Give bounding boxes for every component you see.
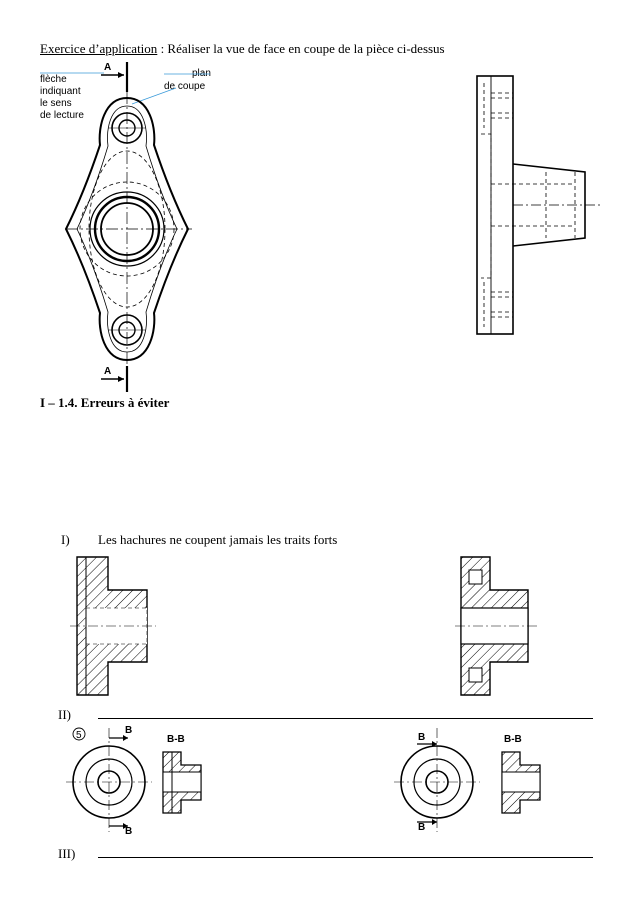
hatch-example-right (455, 556, 540, 696)
hidden-recess-ellipse (88, 150, 166, 308)
item-2-answer-line (98, 718, 593, 719)
section-b-bottom-left: B (125, 826, 132, 837)
item-3-answer-line (98, 857, 593, 858)
callout-arrow-line-3: le sens (40, 98, 72, 109)
exercise-text: : Réaliser la vue de face en coupe de la… (157, 41, 445, 56)
section-heading: I – 1.4. Erreurs à éviter (40, 395, 170, 410)
boss-circle (93, 195, 161, 263)
section-bb-left: 5 B B B-B (66, 725, 202, 837)
hidden-bore-circle (79, 181, 175, 277)
item-2-number: II) (58, 707, 71, 722)
callout-plane-line-1: plan (192, 68, 211, 79)
flange-body (476, 75, 514, 335)
flange-inner-edge (76, 105, 178, 353)
section-b-top-left: B (125, 725, 132, 736)
part-side-view (476, 75, 600, 335)
section-bb-right: B B B-B (394, 728, 541, 833)
item-1-number: I) (61, 532, 70, 547)
section-letter-bottom: A (104, 366, 111, 377)
side-hidden-lines (481, 83, 576, 327)
section-arrowhead-bottom (118, 376, 124, 382)
section-arrowhead-top (118, 72, 124, 78)
section-b-bottom-right: B (418, 822, 425, 833)
flange-outline (64, 96, 190, 362)
callout-plane-line-2: de coupe (164, 81, 206, 92)
section-b-top-right: B (418, 732, 425, 743)
callout-arrow-line-1: flèche (40, 74, 67, 85)
bore-circle (100, 202, 154, 256)
section-title-right: B-B (504, 734, 522, 745)
section-title-left: B-B (167, 734, 185, 745)
exercise-title: Exercice d’application : Réaliser la vue… (40, 41, 445, 57)
section-letter-top: A (104, 62, 111, 73)
hatch-example-left (70, 556, 156, 696)
callout-arrow-line-4: de lecture (40, 110, 84, 121)
callout-arrow-line-2: indiquant (40, 86, 81, 97)
item-3-number: III) (58, 846, 76, 861)
boss-outer-circle (89, 191, 165, 267)
figure-index-label: 5 (76, 730, 82, 741)
item-1-text: Les hachures ne coupent jamais les trait… (98, 532, 338, 547)
exercise-label: Exercice d’application (40, 41, 158, 56)
